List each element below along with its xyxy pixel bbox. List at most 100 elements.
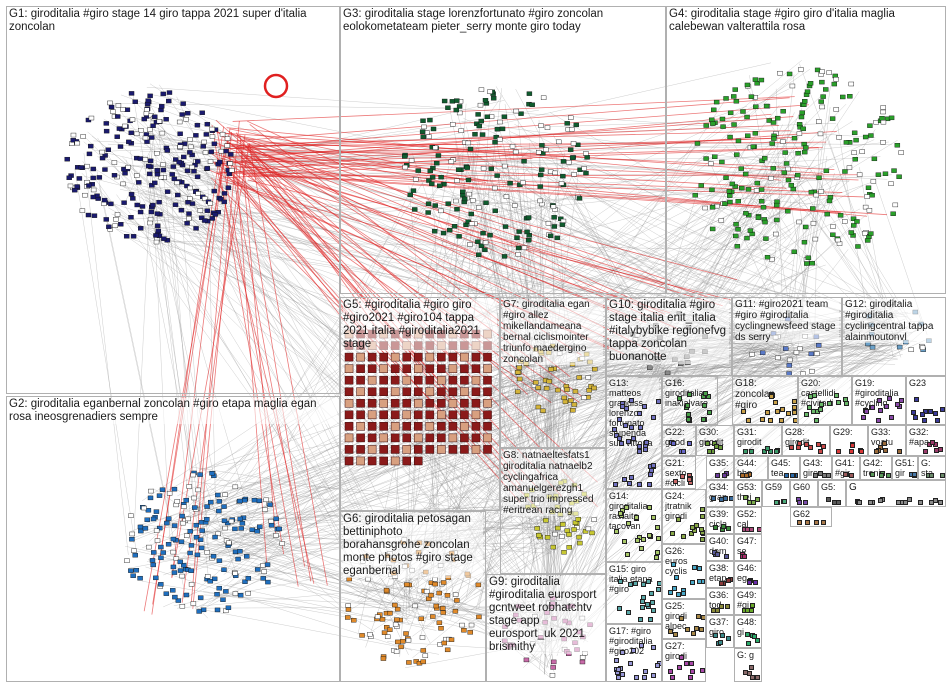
node [228, 152, 234, 157]
group-box-g5: G5: #giroditalia #giro giro #giro2021 #g… [340, 297, 500, 511]
node [823, 168, 830, 174]
node [634, 514, 640, 520]
node [641, 537, 647, 543]
node [465, 177, 472, 183]
group-box-g29: G29: [830, 425, 868, 456]
node [477, 102, 484, 108]
node [773, 449, 779, 454]
node [785, 208, 791, 214]
node [914, 397, 920, 403]
node [933, 410, 939, 416]
node [583, 151, 589, 156]
node [219, 131, 226, 137]
node [897, 448, 903, 454]
edge [194, 607, 440, 655]
node [159, 487, 166, 492]
node [208, 499, 214, 505]
node [221, 504, 227, 509]
group-label: G2: giroditalia eganbernal zoncolan #gir… [9, 398, 337, 424]
node [134, 173, 140, 178]
node [912, 471, 917, 477]
edge-red [215, 142, 630, 319]
node [164, 520, 170, 526]
node [733, 221, 739, 227]
node [812, 236, 819, 242]
node [727, 110, 734, 116]
node [775, 115, 781, 121]
node [703, 123, 709, 128]
node [550, 204, 557, 209]
node [820, 94, 826, 99]
node [653, 555, 659, 560]
node [149, 183, 155, 188]
node [617, 416, 623, 422]
node [817, 449, 823, 454]
node [525, 215, 532, 220]
node [216, 585, 222, 591]
node [723, 554, 729, 559]
node [755, 215, 762, 220]
node [884, 404, 890, 410]
group-box-g14: G14: giroditalia rastaite tacovan [606, 489, 662, 562]
node [651, 608, 656, 614]
edge-red [213, 161, 552, 403]
node [848, 81, 855, 87]
node [232, 484, 239, 490]
group-label: G5: #giroditalia #giro giro #giro2021 #g… [343, 299, 497, 351]
node [634, 675, 640, 680]
node [836, 449, 842, 454]
edge [233, 565, 409, 617]
node [156, 119, 163, 124]
node [636, 449, 642, 455]
node [245, 576, 252, 581]
edge [694, 91, 860, 341]
node [196, 609, 202, 614]
node [783, 161, 790, 166]
node [848, 230, 854, 235]
node [774, 217, 780, 223]
node [554, 235, 560, 241]
node [744, 114, 750, 120]
group-box-g43: G43: giro [800, 456, 832, 480]
node [673, 479, 679, 485]
node [194, 552, 201, 558]
node [744, 82, 751, 88]
node [569, 155, 576, 160]
node [746, 418, 752, 423]
node [781, 499, 787, 505]
edge [125, 546, 538, 635]
node [180, 101, 186, 106]
node [74, 184, 80, 189]
node [862, 134, 869, 140]
node [64, 156, 70, 162]
node [224, 136, 231, 141]
edge [409, 164, 489, 406]
node [110, 109, 116, 114]
node [806, 404, 812, 410]
node [124, 558, 130, 563]
node [195, 487, 201, 493]
node [821, 444, 827, 450]
node [254, 567, 261, 572]
node [129, 537, 135, 542]
node [720, 632, 726, 638]
node [740, 409, 746, 415]
node [681, 534, 687, 540]
group-label: G12: giroditalia #giroditalia cyclingcen… [845, 299, 943, 343]
node [242, 579, 248, 584]
group-label: G5: [821, 482, 843, 492]
edge-red [214, 113, 772, 165]
group-box-g23: G23 [906, 376, 946, 425]
edge [746, 87, 902, 325]
node [475, 112, 481, 117]
node [622, 423, 628, 429]
node [928, 472, 934, 478]
edge [155, 240, 775, 251]
node [456, 104, 463, 109]
edge-red [229, 128, 488, 182]
edge [549, 108, 803, 632]
node [160, 162, 166, 167]
group-box-g42: G42: treni [860, 456, 892, 480]
group-box-g13: G13: matteos grandiss lorenzo fortunato … [606, 376, 662, 489]
node [487, 232, 493, 238]
